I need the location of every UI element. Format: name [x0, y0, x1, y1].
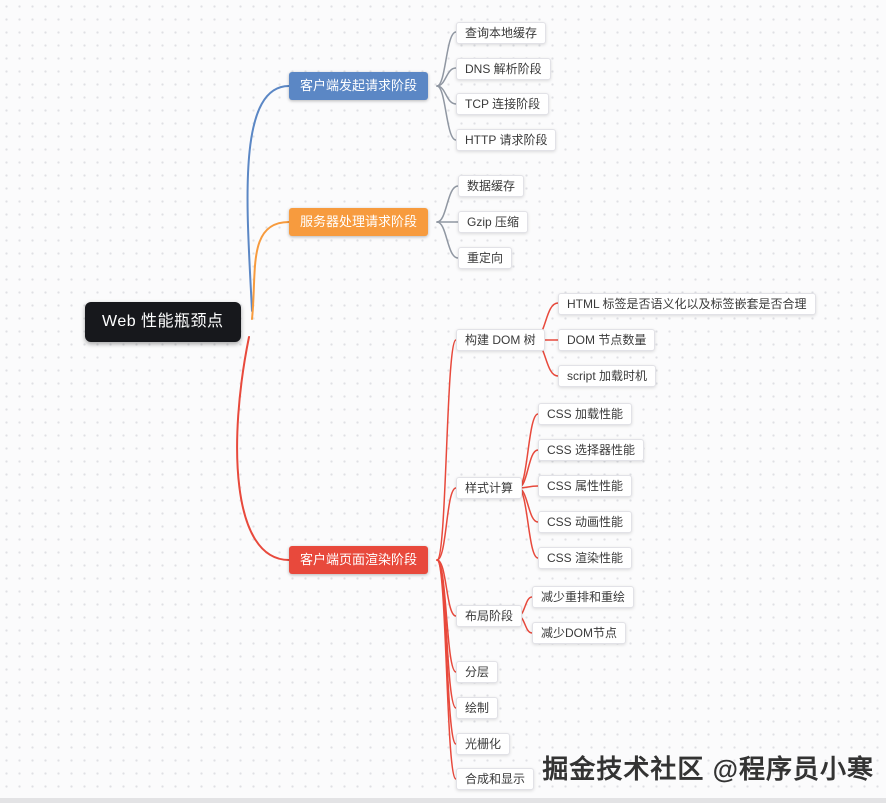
- connector-to-http-request: [436, 85, 457, 141]
- leaf-local-cache[interactable]: 查询本地缓存: [456, 22, 547, 44]
- leaf-gzip[interactable]: Gzip 压缩: [458, 211, 529, 233]
- connector-to-rasterize: [436, 559, 457, 745]
- connector-root-to-client-render: [236, 336, 290, 561]
- connector-root-to-client-request: [246, 85, 290, 312]
- branch-client-request-phase[interactable]: 客户端发起请求阶段: [289, 72, 429, 100]
- leaf-css-selector-perf[interactable]: CSS 选择器性能: [538, 439, 645, 461]
- connector-group-blue: [246, 85, 290, 312]
- leaf-css-property-perf[interactable]: CSS 属性性能: [538, 475, 633, 497]
- leaf-reduce-dom-nodes[interactable]: 减少DOM节点: [532, 622, 626, 644]
- leaf-css-load-perf[interactable]: CSS 加载性能: [538, 403, 633, 425]
- connector-to-tcp-connect: [436, 85, 457, 105]
- node-layout-phase[interactable]: 布局阶段: [456, 605, 523, 627]
- leaf-reduce-reflow-repaint[interactable]: 减少重排和重绘: [532, 586, 635, 608]
- leaf-rasterize[interactable]: 光栅化: [456, 733, 511, 755]
- leaf-redirect[interactable]: 重定向: [458, 247, 513, 269]
- leaf-paint[interactable]: 绘制: [456, 697, 499, 719]
- connector-to-paint: [436, 559, 457, 709]
- leaf-html-semantics[interactable]: HTML 标签是否语义化以及标签嵌套是否合理: [558, 293, 816, 315]
- leaf-composite-display[interactable]: 合成和显示: [456, 768, 535, 790]
- connector-group-gray: [436, 31, 459, 259]
- leaf-css-render-perf[interactable]: CSS 渲染性能: [538, 547, 633, 569]
- leaf-layering[interactable]: 分层: [456, 661, 499, 683]
- leaf-script-load-timing[interactable]: script 加载时机: [558, 365, 657, 387]
- leaf-tcp-connect[interactable]: TCP 连接阶段: [456, 93, 550, 115]
- connector-to-composite-display: [436, 559, 457, 780]
- leaf-css-animation-perf[interactable]: CSS 动画性能: [538, 511, 633, 533]
- connector-root-to-server-processing: [251, 221, 290, 320]
- branch-server-processing-phase[interactable]: 服务器处理请求阶段: [289, 208, 429, 236]
- connector-to-layering: [436, 559, 457, 673]
- bottom-strip: [0, 798, 886, 803]
- connector-to-local-cache: [436, 31, 457, 87]
- leaf-dns-resolve[interactable]: DNS 解析阶段: [456, 58, 551, 80]
- connector-to-data-cache: [436, 185, 459, 223]
- connector-to-build-dom-tree: [436, 339, 457, 561]
- leaf-http-request[interactable]: HTTP 请求阶段: [456, 129, 557, 151]
- connector-to-redirect: [436, 221, 459, 259]
- node-style-calc[interactable]: 样式计算: [456, 477, 523, 499]
- connector-to-dns-resolve: [436, 67, 457, 87]
- watermark: 掘金技术社区 @程序员小寒: [542, 754, 874, 784]
- node-root[interactable]: Web 性能瓶颈点: [85, 302, 241, 342]
- branch-client-render-phase[interactable]: 客户端页面渲染阶段: [289, 546, 429, 574]
- connector-to-css-render-perf: [517, 487, 539, 559]
- connector-group-red-main: [236, 336, 290, 561]
- connector-to-layout-phase: [436, 559, 457, 617]
- connector-to-style-calc: [436, 487, 457, 561]
- node-build-dom-tree[interactable]: 构建 DOM 树: [456, 329, 545, 351]
- leaf-data-cache[interactable]: 数据缓存: [458, 175, 525, 197]
- connector-group-orange: [251, 221, 290, 320]
- leaf-dom-node-count[interactable]: DOM 节点数量: [558, 329, 656, 351]
